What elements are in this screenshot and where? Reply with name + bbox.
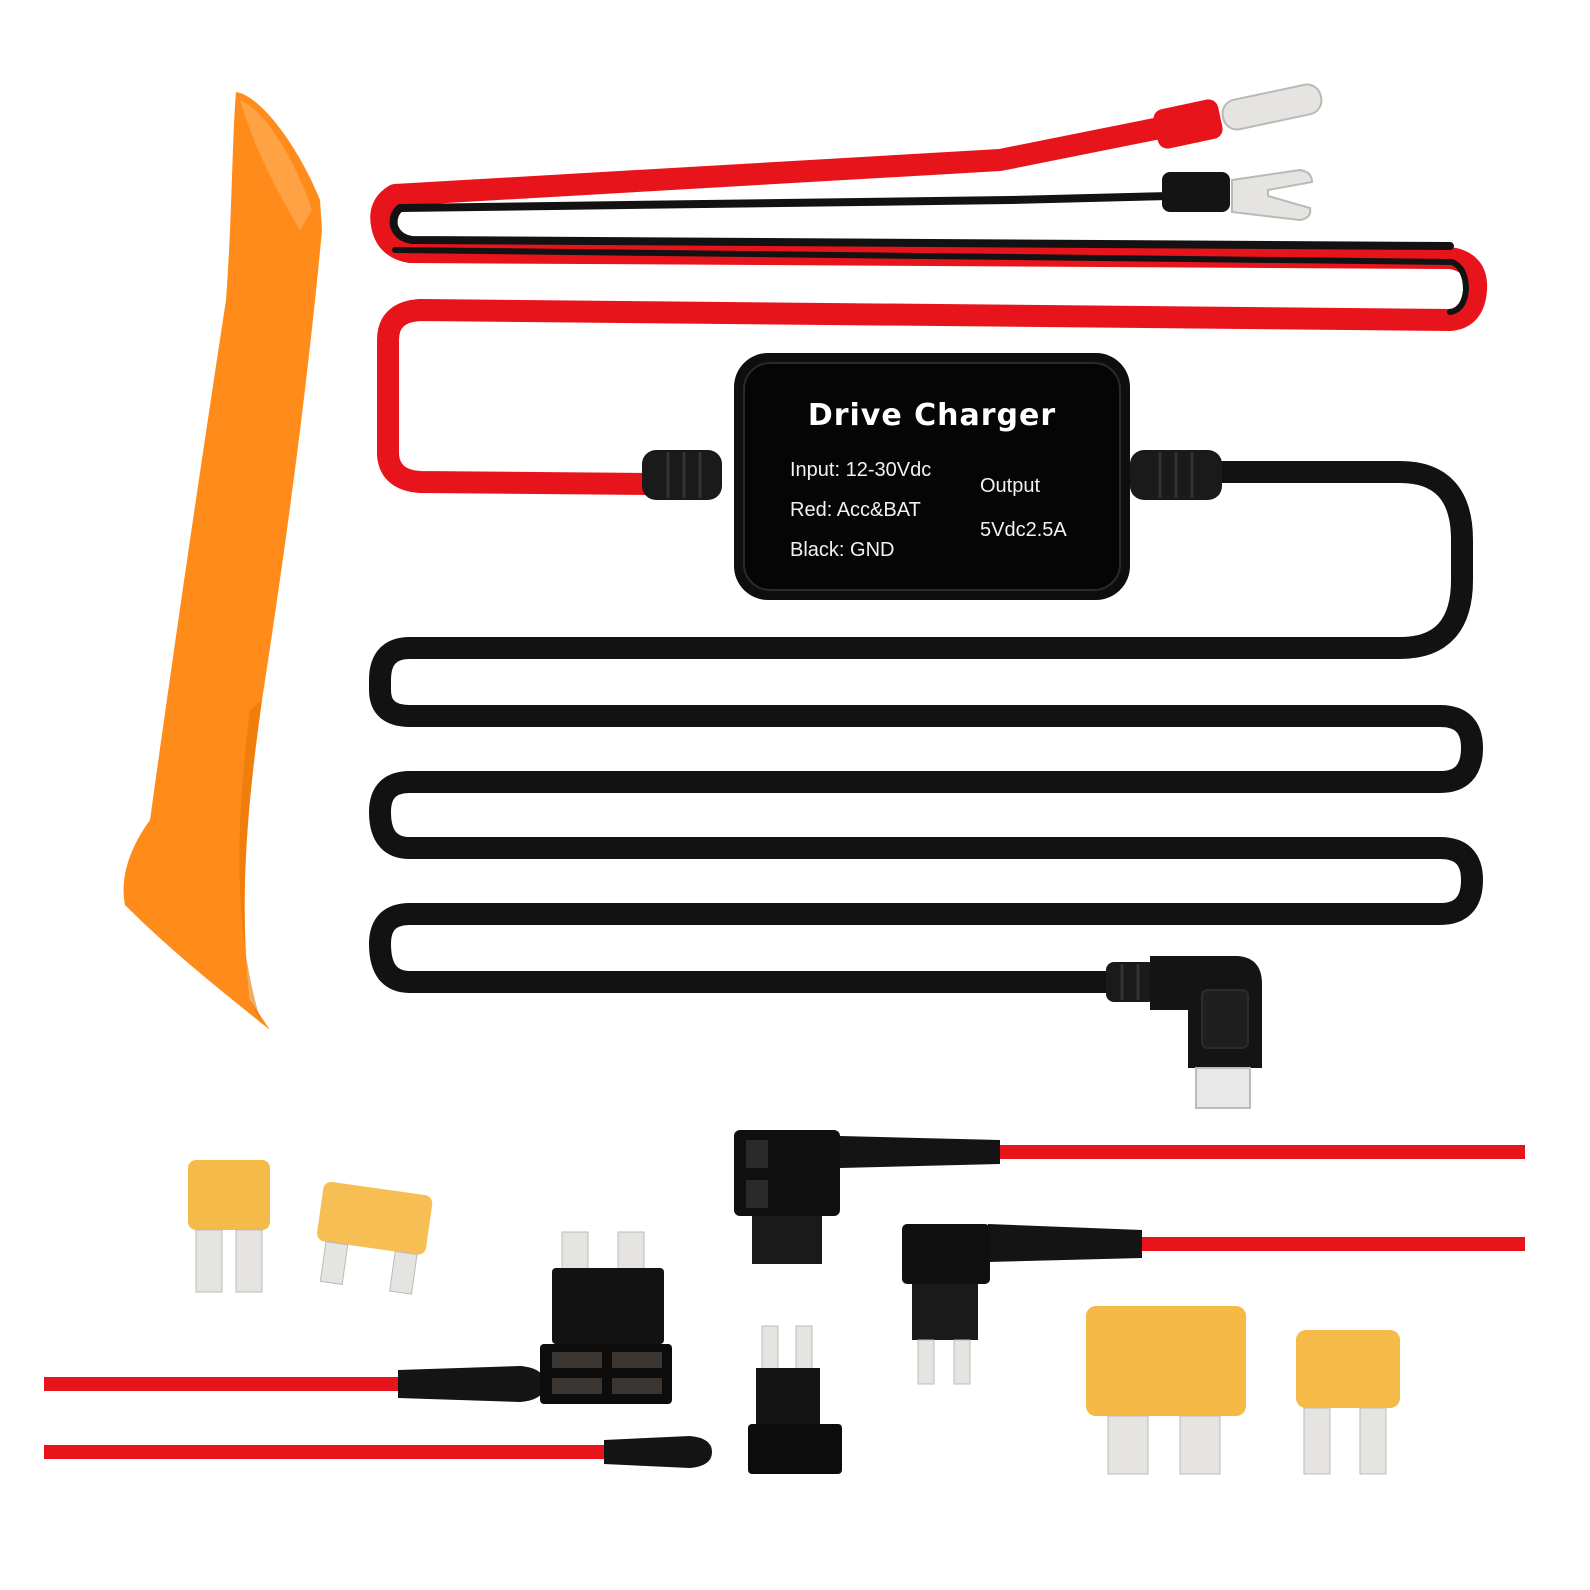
- fuse-tap-2: [902, 1224, 1525, 1385]
- charger-black-spec: Black: GND: [790, 539, 894, 561]
- charger-box: Drive Charger Input: 12-30Vdc Red: Acc&B…: [642, 353, 1222, 600]
- charger-red-spec: Red: Acc&BAT: [790, 499, 921, 521]
- mini-fuse-3: [1296, 1330, 1400, 1475]
- mini-fuse-2: [317, 1181, 433, 1295]
- pry-tool: [123, 92, 322, 1030]
- usb-c-connector: [1106, 956, 1262, 1109]
- red-ring-terminal: [1153, 83, 1323, 149]
- spare-fuses: [188, 1160, 1400, 1475]
- output-cable: [369, 461, 1483, 993]
- charger-input-spec: Input: 12-30Vdc: [790, 459, 931, 481]
- charger-title: Drive Charger: [808, 398, 1056, 433]
- black-fork-terminal: [1162, 168, 1314, 222]
- input-wires: [370, 117, 1488, 495]
- charger-output-value: 5Vdc2.5A: [980, 519, 1067, 541]
- fuse-tap-1: [734, 1130, 1525, 1264]
- ato-fuse: [1086, 1306, 1246, 1475]
- charger-output-label: Output: [980, 475, 1040, 497]
- fuse-tap-4: [44, 1325, 842, 1474]
- mini-fuse-1: [188, 1160, 270, 1293]
- fuse-tap-3: [44, 1231, 672, 1404]
